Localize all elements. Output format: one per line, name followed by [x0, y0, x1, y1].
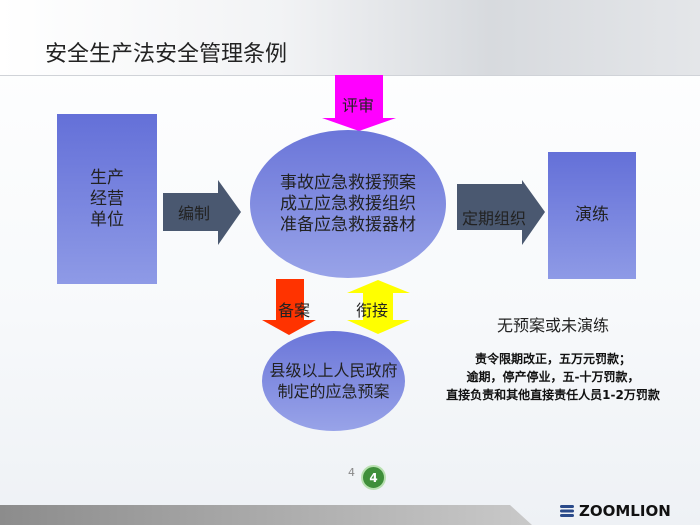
page-number: 4 — [348, 466, 355, 479]
file-arrow — [262, 279, 316, 335]
organize-label: 定期组织 — [462, 209, 527, 228]
penalty-line: 逾期，停产停业，五-十万罚款， — [466, 370, 640, 384]
page-badge: 4 — [361, 465, 386, 490]
ellipse-line: 准备应急救援器材 — [280, 214, 416, 235]
penalty-line: 直接负责和其他直接责任人员1-2万罚款 — [446, 388, 660, 402]
ellipse-line: 制定的应急预案 — [277, 382, 390, 401]
link-label: 衔接 — [356, 301, 389, 320]
compile-arrow — [163, 180, 241, 245]
box-line: 经营 — [90, 188, 124, 209]
drill-label: 演练 — [575, 205, 609, 225]
zoomlion-logo-icon — [560, 505, 574, 517]
drill-box: 演练 — [548, 152, 636, 279]
footer-band — [0, 505, 532, 525]
slide-title: 安全生产法安全管理条例 — [45, 42, 288, 67]
government-plan-ellipse: 县级以上人民政府制定的应急预案 — [262, 331, 405, 431]
logo-text: ZOOMLION — [579, 502, 671, 520]
penalty-line: 责令限期改正，五万元罚款； — [474, 352, 631, 366]
compile-label: 编制 — [178, 204, 211, 223]
box-line: 单位 — [90, 209, 124, 230]
penalty-text: 责令限期改正，五万元罚款； 逾期，停产停业，五-十万罚款， 直接负责和其他直接责… — [420, 350, 686, 404]
ellipse-line: 县级以上人民政府 — [269, 361, 398, 380]
ellipse-line: 事故应急救援预案 — [280, 172, 416, 193]
ellipse-line: 成立应急救援组织 — [280, 193, 416, 214]
link-double-arrow — [347, 280, 410, 334]
production-unit-box: 生产经营单位 — [57, 114, 157, 284]
organize-arrow — [457, 180, 545, 245]
review-arrow — [322, 75, 396, 131]
box-line: 生产 — [90, 167, 124, 188]
zoomlion-logo: ZOOMLION — [560, 502, 671, 520]
review-label: 评审 — [342, 96, 375, 115]
file-label: 备案 — [278, 301, 311, 320]
penalty-heading: 无预案或未演练 — [496, 316, 609, 335]
emergency-plan-ellipse: 事故应急救援预案成立应急救援组织准备应急救援器材 — [250, 130, 446, 278]
